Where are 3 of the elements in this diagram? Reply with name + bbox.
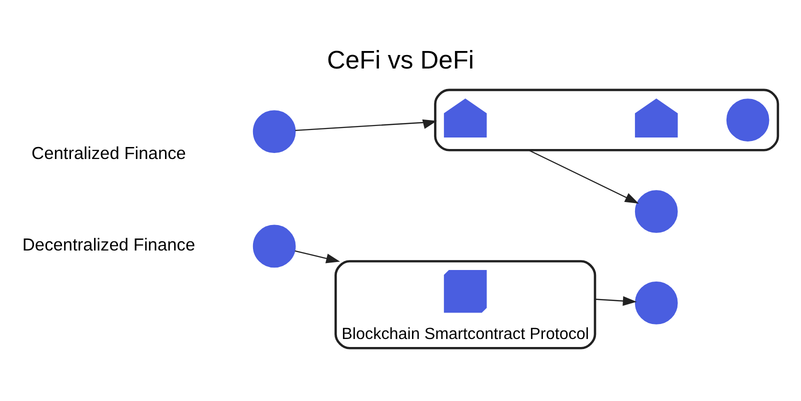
label: Decentralized Finance — [22, 234, 196, 254]
diagram-title: CeFi vs DeFi — [326, 46, 474, 75]
label: Centralized Finance — [32, 142, 186, 163]
